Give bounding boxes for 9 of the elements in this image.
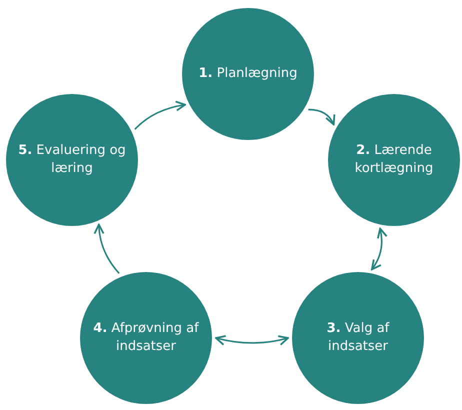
arrow [215, 334, 289, 346]
step-label: 1. Planlægning [198, 65, 298, 83]
arrow [370, 228, 388, 270]
arrow [134, 100, 186, 130]
step-label: 2. Lærende kortlægning [354, 142, 434, 178]
arrow [308, 108, 335, 126]
step-label: 4. Afprøvning af indsatser [92, 320, 200, 356]
step-label: 3. Valg af indsatser [326, 320, 390, 356]
step-label: 5. Evaluering og læring [17, 142, 127, 178]
